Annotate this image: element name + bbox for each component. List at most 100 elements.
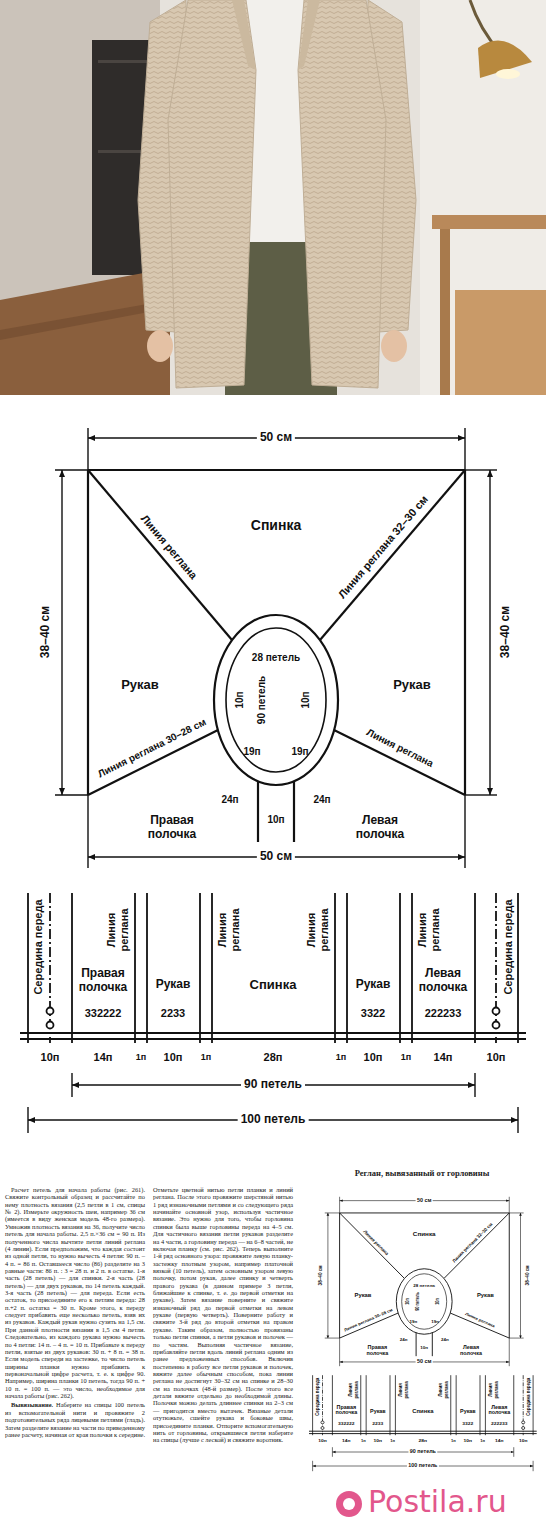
raglan-line-label: Линия реглана <box>397 1379 408 1401</box>
raglan-line-label: Линия реглана 32–30 см <box>336 493 431 601</box>
row-sequence: 3322 <box>462 1421 473 1426</box>
part-name: Рукав <box>121 678 159 693</box>
part-name: Рукав <box>393 678 431 693</box>
dimension-label: 90 петель <box>241 1078 305 1092</box>
part-name: Рукав <box>356 978 391 992</box>
stitch-count: 19п <box>410 1319 418 1323</box>
raglan-outline <box>0 400 546 880</box>
part-name: Правая полочка <box>137 814 207 842</box>
stitch-count: 24п <box>441 1338 449 1342</box>
stitch-count: 24п <box>400 1338 408 1342</box>
stitch-count: 10п <box>300 691 312 708</box>
boundary-line <box>346 893 348 1043</box>
stitch-count: 1п <box>361 1439 366 1443</box>
stitch-count: 90 петель <box>415 1292 420 1311</box>
part-name: Правая полочка <box>333 1405 359 1416</box>
boundary-line <box>71 893 73 1043</box>
stitch-count: 10п <box>519 1438 528 1443</box>
part-name: Рукав <box>460 1409 476 1415</box>
part-name: Левая полочка <box>414 967 472 995</box>
instruction-text: Расчет петель для начала работы (рис. 26… <box>5 1186 293 1444</box>
stitch-count: 10п <box>405 1298 410 1305</box>
stitch-count: 24п <box>221 794 238 806</box>
dimension-label: 38–40 см <box>318 1265 324 1285</box>
stitch-count: 24п <box>313 794 330 806</box>
row-sequence: 332222 <box>85 1007 122 1020</box>
stitch-count: 10п <box>374 1438 383 1443</box>
dimension-label: 50 см <box>416 1198 433 1203</box>
stitch-count: 10п <box>435 1298 440 1305</box>
row-sequence: 3322 <box>361 1007 385 1020</box>
raglan-line-label: Линия реглана 30–28 см <box>343 1308 393 1333</box>
raglan-line-label: Линия реглана <box>487 1379 498 1401</box>
stitch-count: 1п <box>401 1052 411 1062</box>
stitch-count: 10п <box>267 814 284 826</box>
boundary-line <box>134 893 136 1043</box>
row-sequence: 332222 <box>338 1421 355 1426</box>
stitch-count: 14п <box>342 1438 351 1443</box>
boundary-line <box>517 893 519 1043</box>
part-name: Спинка <box>250 978 297 993</box>
stitch-count: 28п <box>419 1438 428 1443</box>
stitch-strip: Середина переда Линия реглана Линия реглан… <box>0 885 546 1160</box>
raglan-line-label: Линия реглана <box>138 512 200 581</box>
part-name: Левая полочка <box>455 1345 487 1356</box>
raglan-line-label: Линия реглана <box>416 902 441 958</box>
dimension-label: 38–40 см <box>525 1265 531 1285</box>
part-name: Спинка <box>412 1409 433 1415</box>
stitch-count: 10п <box>420 1345 428 1349</box>
stitch-count: 1п <box>451 1439 456 1443</box>
dimension-label: 50 см <box>416 1359 433 1364</box>
stitch-count: 28 петель <box>413 1283 435 1287</box>
raglan-line-label: Линия реглана <box>437 1379 448 1401</box>
dimension-label: 100 петель <box>238 1113 309 1127</box>
center-front-label: Середина переда <box>32 899 45 994</box>
stitch-count: 28п <box>264 1051 283 1064</box>
dimension-label: 100 петель <box>407 1463 439 1469</box>
row-sequence: 222233 <box>491 1421 508 1426</box>
boundary-line <box>211 893 213 1043</box>
stitch-count: 1п <box>201 1052 211 1062</box>
dimension-label: 38–40 см <box>499 606 513 658</box>
part-name: Правая полочка <box>74 967 132 995</box>
raglan-line-label: Линия реглана 30–28 см <box>96 716 208 780</box>
raglan-line-label: Линия реглана 32–30 см <box>451 1222 494 1264</box>
part-name: Левая полочка <box>486 1405 512 1416</box>
mini-stitch-strip: Середина передаЛиния регланаЛиния реглан… <box>300 1372 546 1482</box>
boundary-line <box>334 893 336 1043</box>
paragraph: Расчет петель для начала работы (рис. 26… <box>5 1186 145 1399</box>
dimension-label: 90 петель <box>408 1449 437 1455</box>
raglan-diagram: 50 см Спинка Линия реглана Линия реглана 32… <box>0 400 546 880</box>
cardigan-photo <box>0 0 546 395</box>
stitch-count: 90 петель <box>256 676 268 724</box>
raglan-line-label: Линия реглана <box>362 1229 390 1256</box>
stitch-count: 10п <box>318 1438 327 1443</box>
part-name: Рукав <box>370 1409 386 1415</box>
part-name: Правая полочка <box>362 1345 394 1356</box>
boundary-line <box>474 893 476 1043</box>
row-sequence: 222233 <box>425 1007 462 1020</box>
part-name: Рукав <box>156 978 191 992</box>
raglan-line-label: Линия реглана <box>216 902 241 958</box>
stitch-count: 28 петель <box>252 652 300 664</box>
part-name: Спинка <box>251 517 301 533</box>
stitch-count: 19п <box>291 746 308 758</box>
mini-raglan-outline <box>300 1186 546 1371</box>
stitch-count: 1п <box>480 1439 485 1443</box>
boundary-line <box>411 893 413 1043</box>
stitch-count: 1п <box>336 1052 346 1062</box>
dimension-label: 38–40 см <box>39 606 53 658</box>
part-name: Левая полочка <box>345 814 415 842</box>
stitch-count: 10п <box>234 691 246 708</box>
stitch-count: 19п <box>431 1319 439 1323</box>
raglan-line-label: Линия реглана <box>305 902 330 958</box>
stitch-count: 10п <box>487 1051 506 1064</box>
mini-raglan-diagram: 50 смСпинкаЛиния регланаЛиния реглана 32… <box>300 1186 546 1371</box>
dimension-label: 50 см <box>257 850 295 864</box>
boundary-line <box>27 893 29 1043</box>
row-sequence: 2233 <box>161 1007 185 1020</box>
stitch-count: 10п <box>464 1438 473 1443</box>
center-front-label: Середина переда <box>502 899 515 994</box>
boundary-line <box>146 893 148 1043</box>
watermark: Postila.ru <box>368 1484 507 1519</box>
